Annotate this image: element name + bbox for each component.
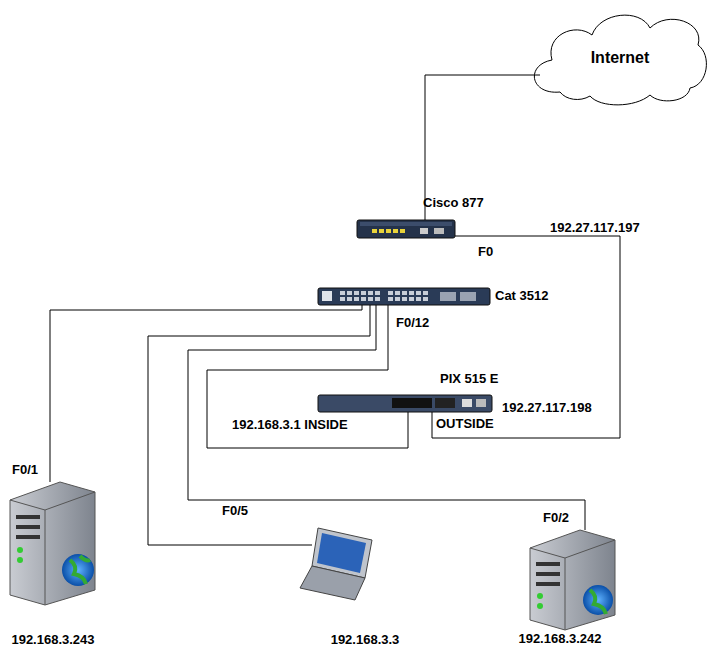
device-label: 192.168.3.242 xyxy=(498,631,622,647)
cloud-node: Internet xyxy=(530,8,710,106)
device-node: Cisco 877 xyxy=(357,220,455,238)
port-label: F0/2 xyxy=(543,510,569,526)
port-label: F0/12 xyxy=(396,315,429,331)
device-label: Cisco 877 xyxy=(423,195,484,211)
device-node: 192.168.3.243 xyxy=(8,482,98,606)
network-cable xyxy=(148,305,370,545)
device-label: 192.168.3.243 xyxy=(0,632,106,648)
port-label: F0/1 xyxy=(12,462,38,478)
device-node: Cat 3512 xyxy=(318,288,490,305)
network-cable xyxy=(207,305,408,448)
port-label: 192.27.117.198 xyxy=(502,400,592,416)
device-node: PIX 515 E xyxy=(318,395,492,412)
network-cable xyxy=(188,305,585,530)
device-label: 192.168.3.3 xyxy=(320,632,410,648)
port-label: 192.27.117.197 xyxy=(550,220,640,236)
network-cable xyxy=(50,305,362,482)
device-node: 192.168.3.3 xyxy=(300,528,375,602)
port-label: 192.168.3.1 INSIDE xyxy=(232,417,348,433)
network-cable xyxy=(432,236,620,438)
device-label: Internet xyxy=(530,48,710,68)
device-node: 192.168.3.242 xyxy=(528,530,618,630)
port-label: F0 xyxy=(478,244,493,260)
port-label: OUTSIDE xyxy=(436,416,494,432)
device-label: Cat 3512 xyxy=(495,288,548,304)
port-label: F0/5 xyxy=(222,503,248,519)
device-label: PIX 515 E xyxy=(440,371,499,387)
